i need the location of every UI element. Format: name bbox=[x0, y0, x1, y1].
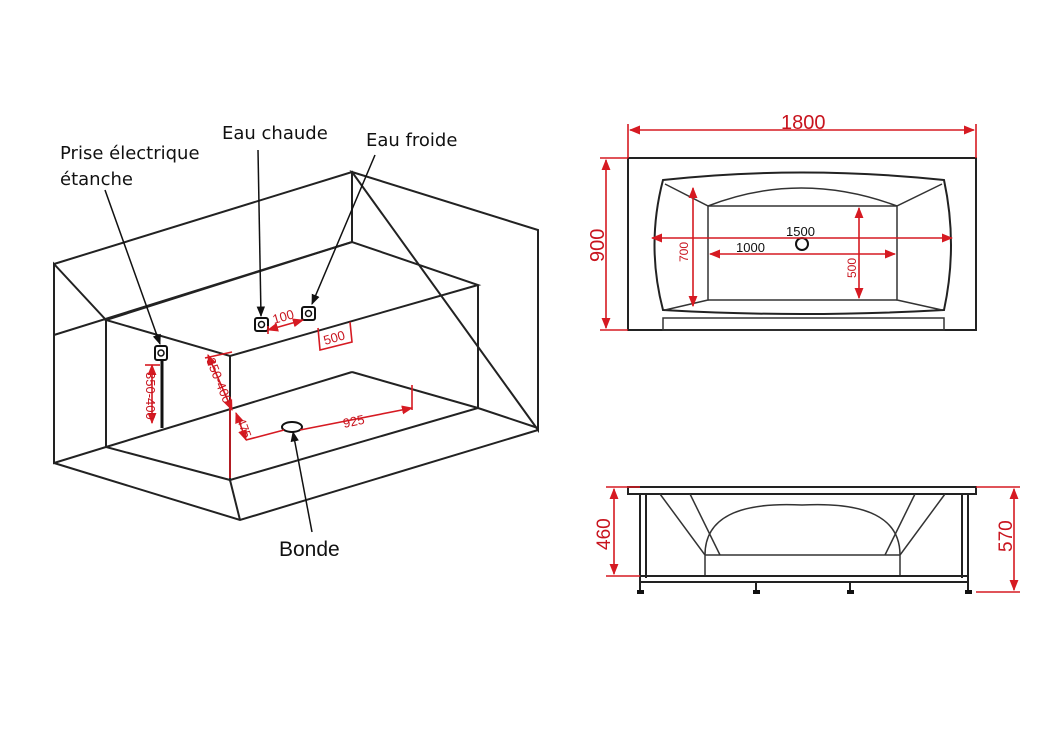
iso-dimensions bbox=[145, 318, 414, 478]
dim-900: 900 bbox=[587, 229, 609, 262]
basin-outline bbox=[653, 171, 952, 315]
dim-570: 570 bbox=[996, 520, 1017, 552]
bonde-label: Bonde bbox=[279, 538, 340, 561]
dim-100: 100 bbox=[271, 306, 296, 326]
dim-700: 700 bbox=[677, 242, 691, 262]
eau-chaude-label: Eau chaude bbox=[222, 123, 328, 144]
cold-water-outlet-icon bbox=[301, 306, 316, 321]
bath-rim bbox=[102, 240, 482, 358]
side-view bbox=[606, 486, 1020, 594]
dim-475: 475 bbox=[234, 416, 254, 440]
prise-label-line2: étanche bbox=[60, 169, 133, 190]
dim-1800: 1800 bbox=[781, 112, 826, 134]
eau-froide-label: Eau froide bbox=[366, 130, 457, 151]
dim-1500: 1500 bbox=[786, 224, 815, 239]
electrical-socket-icon bbox=[154, 345, 168, 428]
drain-icon bbox=[281, 421, 303, 433]
dim-350-400-socket: 350-400 bbox=[143, 372, 158, 420]
isometric-view bbox=[53, 149, 539, 533]
dim-460: 460 bbox=[594, 518, 615, 550]
right-wall bbox=[349, 170, 539, 434]
left-wall-face bbox=[53, 261, 107, 465]
hot-water-outlet-icon bbox=[254, 317, 269, 332]
dim-500-iso: 500 bbox=[322, 327, 347, 347]
side-rim bbox=[627, 486, 977, 495]
dim-1000: 1000 bbox=[736, 240, 765, 255]
dim-925: 925 bbox=[342, 412, 366, 431]
top-drain-icon bbox=[795, 237, 809, 251]
dim-500-top: 500 bbox=[845, 258, 859, 278]
top-view bbox=[600, 124, 977, 331]
prise-label-line1: Prise électrique bbox=[60, 143, 200, 164]
